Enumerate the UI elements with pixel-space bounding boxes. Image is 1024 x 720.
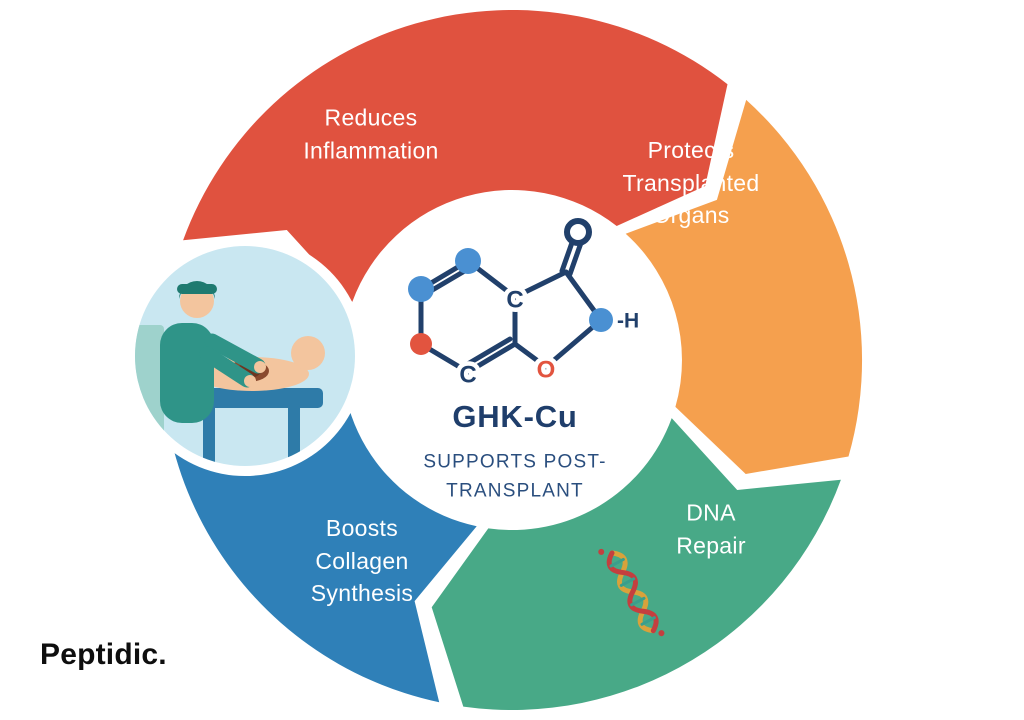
atom-red-1: [410, 333, 432, 355]
label-reduces-inflammation: Reduces Inflammation: [303, 104, 439, 163]
hydrogen-label: -H: [617, 310, 639, 333]
molecule-icon: C C O -H: [408, 218, 639, 393]
molecule-title: GHK-Cu: [452, 399, 578, 434]
segment-reduces-inflammation: [183, 9, 728, 302]
oxygen-label: O: [537, 357, 556, 384]
label-boosts-collagen-synthesis: Boosts Collagen Synthesis: [310, 515, 414, 607]
carbon-label-1: C: [506, 287, 523, 314]
molecule-subtitle: SUPPORTS POST- TRANSPLANT: [423, 451, 607, 502]
carbon-label-2: C: [459, 362, 476, 389]
atom-blue-2: [408, 276, 434, 302]
atom-blue-1: [455, 248, 481, 274]
label-protects-transplanted-organs: Protects Transplanted Organs: [622, 137, 760, 229]
atom-oxygen-ring: [564, 218, 592, 246]
surgery-scene-icon: [125, 236, 365, 476]
dna-helix-icon: [598, 548, 665, 637]
photo-illustration: [135, 281, 325, 466]
atom-blue-3: [589, 308, 613, 332]
segment-dna-repair: [431, 418, 841, 711]
brand-logo-text: Peptidic.: [40, 638, 167, 671]
segment-protects-transplanted-organs: [625, 99, 863, 475]
label-dna-repair: DNA Repair: [676, 499, 746, 558]
